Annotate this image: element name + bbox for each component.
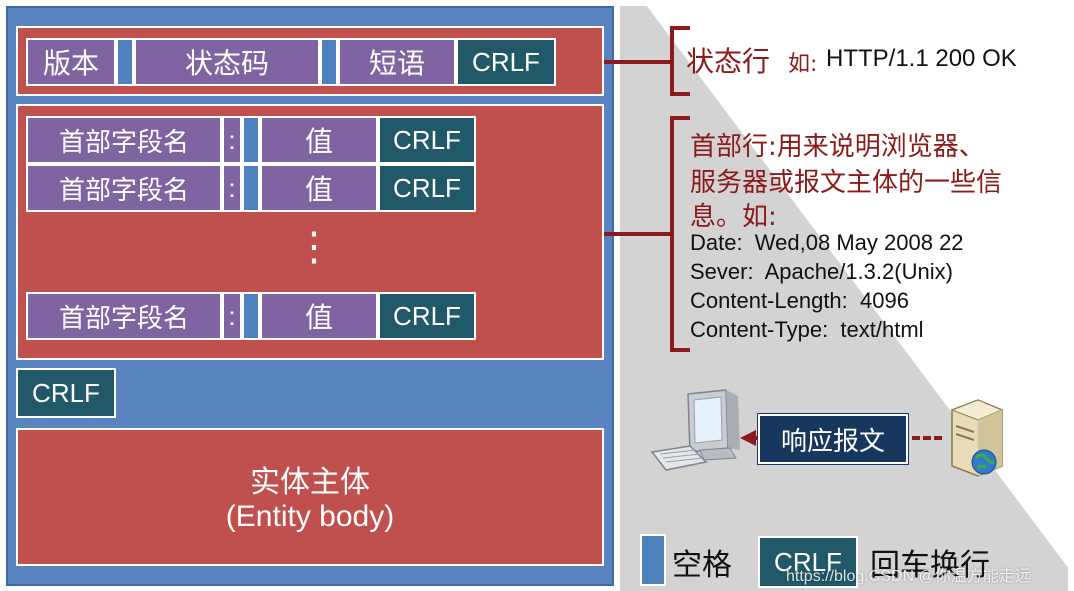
crlf-field: CRLF: [378, 164, 476, 212]
header-example-content-length: Content-Length: 4096: [690, 288, 909, 313]
colon-field: :: [222, 292, 242, 340]
response-arrow-line: [752, 436, 762, 440]
entity-body-box: [16, 428, 604, 566]
version-field: 版本: [26, 38, 116, 86]
vertical-ellipsis: ⋮: [294, 225, 334, 269]
entity-body-label: 实体主体: [250, 465, 370, 500]
status-code-field: 状态码: [134, 38, 320, 86]
space-block: [242, 116, 260, 164]
arrow-left-icon: [740, 430, 756, 446]
header-field-name: 首部字段名: [26, 164, 222, 212]
space-block: [320, 38, 338, 86]
space-block: [242, 164, 260, 212]
client-computer-icon: [650, 389, 740, 471]
legend-space-swatch: [640, 534, 666, 586]
legend-crlf-label: 回车换行: [870, 548, 990, 583]
space-block: [116, 38, 134, 86]
response-dashed-connector: [912, 436, 942, 440]
header-field-name: 首部字段名: [26, 292, 222, 340]
header-field-name: 首部字段名: [26, 116, 222, 164]
entity-body-english-label: (Entity body): [225, 500, 395, 533]
colon-field: :: [222, 164, 242, 212]
header-note-title-line1: 首部行:用来说明浏览器、: [690, 132, 985, 162]
header-example-content-type: Content-Type: text/html: [690, 317, 924, 342]
header-value-field: 值: [260, 292, 378, 340]
legend-crlf-box: CRLF: [758, 536, 858, 588]
status-line-example-prefix: 如:: [788, 52, 818, 77]
phrase-field: 短语: [338, 38, 456, 86]
header-value-field: 值: [260, 116, 378, 164]
crlf-field: CRLF: [378, 292, 476, 340]
colon-field: :: [222, 116, 242, 164]
header-example-server: Sever: Apache/1.3.2(Unix): [690, 259, 953, 284]
watermark-text: https://blog.CSDN @你温方能走远: [786, 568, 1031, 585]
header-example-date: Date: Wed,08 May 2008 22: [690, 230, 964, 255]
status-line-connector: [604, 60, 670, 64]
status-line-bracket: [670, 26, 690, 96]
header-value-field: 值: [260, 164, 378, 212]
crlf-field: CRLF: [378, 116, 476, 164]
blank-line-crlf: CRLF: [16, 368, 116, 418]
status-line-title: 状态行: [686, 45, 771, 78]
server-icon: [950, 399, 1004, 477]
space-block: [242, 292, 260, 340]
header-note-title-line3: 息。如:: [690, 202, 777, 232]
header-note-title-line2: 服务器或报文主体的一些信: [690, 168, 1003, 198]
header-lines-connector: [604, 232, 670, 236]
status-line-example: HTTP/1.1 200 OK: [826, 45, 1017, 72]
response-message-box: 响应报文: [757, 413, 909, 465]
crlf-field: CRLF: [456, 38, 556, 86]
header-lines-bracket: [670, 116, 690, 352]
legend-space-label: 空格: [672, 548, 732, 583]
